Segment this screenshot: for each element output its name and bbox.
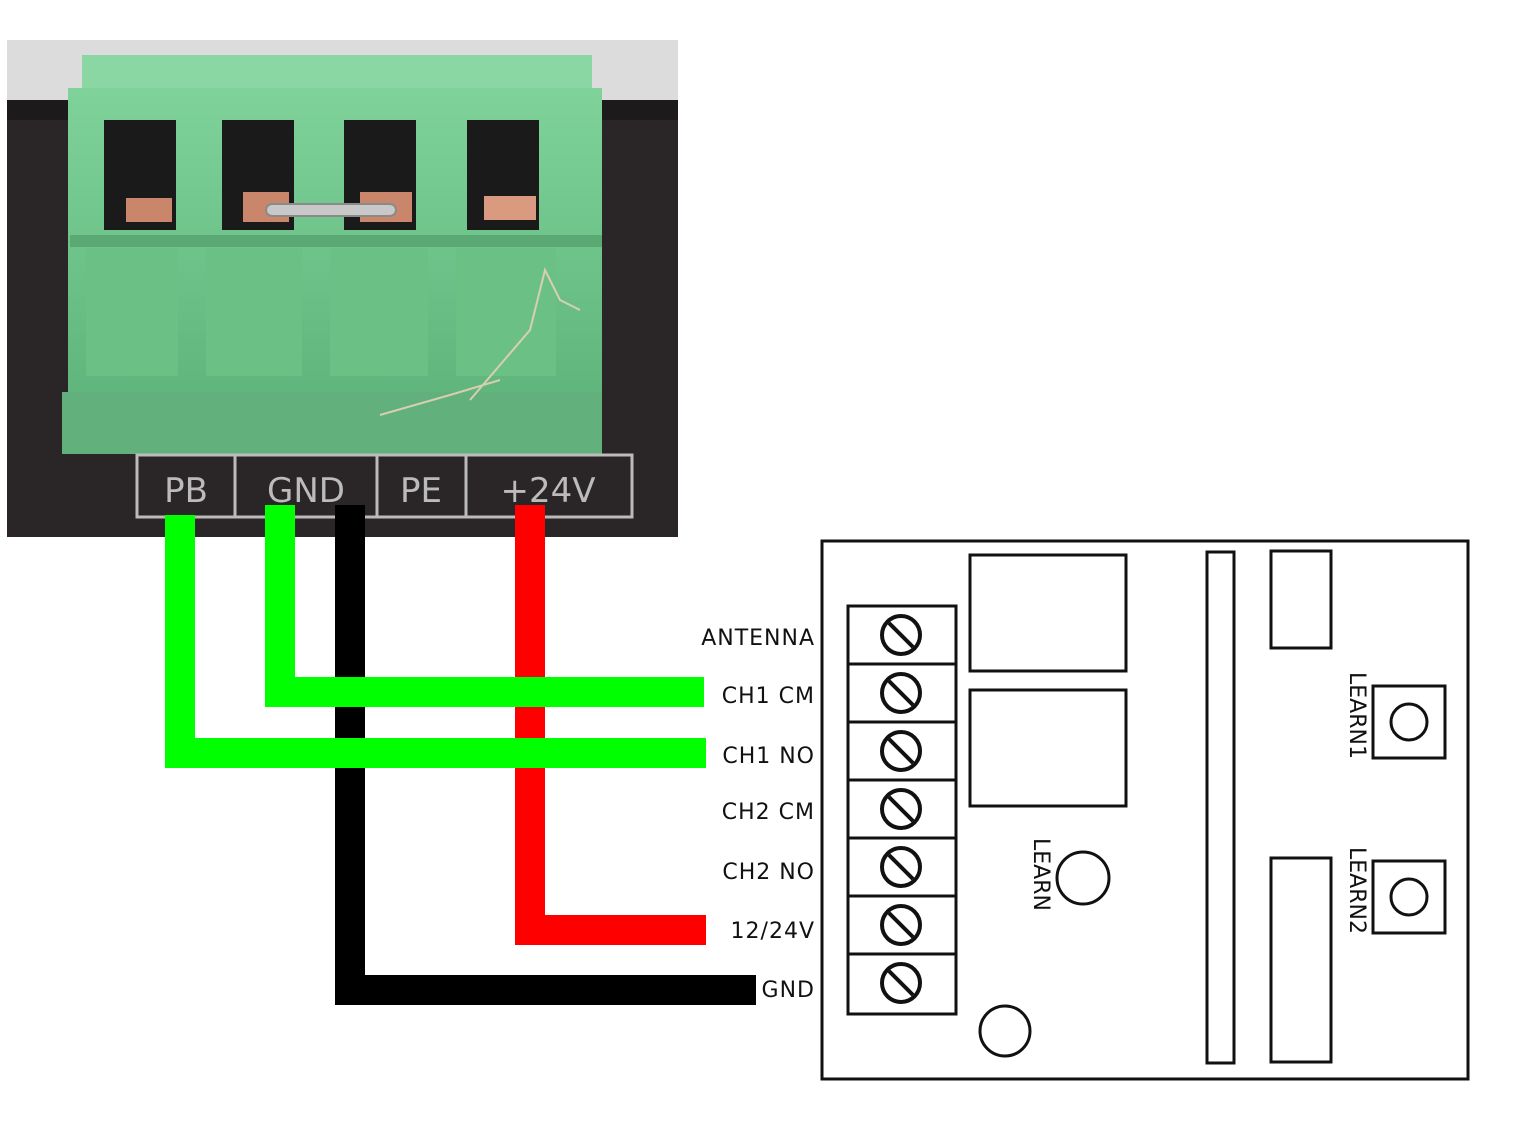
wires: [165, 505, 756, 1005]
pin-label-ch1-no: CH1 NO: [722, 744, 815, 769]
pin-label-antenna: ANTENNA: [701, 626, 815, 651]
learn-label: LEARN: [1028, 838, 1053, 911]
pin-label-12-24v: 12/24V: [731, 919, 815, 944]
learn1-button-icon: [1389, 702, 1429, 742]
terminal-block-photo: PB GND PE +24V: [7, 40, 678, 537]
jumper-wire: [265, 203, 397, 217]
wire-black-gnd: [335, 505, 756, 1005]
terminal-label-strip: PB GND PE +24V: [135, 453, 634, 519]
wire-green-ch1-cm: [265, 505, 704, 707]
screw-icon: [880, 672, 922, 714]
learn2-button: [1371, 859, 1447, 935]
receiver-board: ANTENNA CH1 CM CH1 NO CH2 CM CH2 NO 12/2…: [701, 539, 1470, 1081]
screw-icon: [880, 730, 922, 772]
board-outline: [820, 539, 1470, 1081]
learn2-label: LEARN2: [1344, 847, 1369, 934]
screw-icon: [880, 788, 922, 830]
pin-label-ch1-cm: CH1 CM: [722, 684, 815, 709]
terminal-label-pe: PE: [400, 471, 442, 511]
screw-icon: [880, 614, 922, 656]
learn2-button-icon: [1389, 877, 1429, 917]
relay-2: [968, 688, 1128, 808]
screw-icon: [880, 962, 922, 1004]
wire-red-24v: [515, 505, 706, 945]
screw-icon: [880, 846, 922, 888]
pin-label-ch2-no: CH2 NO: [722, 860, 815, 885]
learn1-button: [1371, 684, 1447, 760]
green-connector: [62, 55, 602, 454]
component-bottom-right: [1269, 856, 1333, 1064]
vertical-strip-component: [1205, 550, 1236, 1065]
terminal-label-pb: PB: [164, 471, 208, 511]
screw-icon: [880, 904, 922, 946]
led-circle: [978, 1004, 1032, 1058]
terminal-label-24v: +24V: [500, 471, 595, 511]
pin-label-ch2-cm: CH2 CM: [722, 800, 815, 825]
pin-label-gnd: GND: [762, 978, 815, 1003]
terminal-label-gnd: GND: [267, 471, 345, 511]
learn1-label: LEARN1: [1344, 672, 1369, 759]
learn-button-icon: [1055, 850, 1111, 906]
component-top-right: [1269, 549, 1333, 650]
screw-terminal-strip: [846, 604, 958, 1016]
wire-green-ch1-no: [165, 515, 706, 768]
relay-1: [968, 553, 1128, 673]
